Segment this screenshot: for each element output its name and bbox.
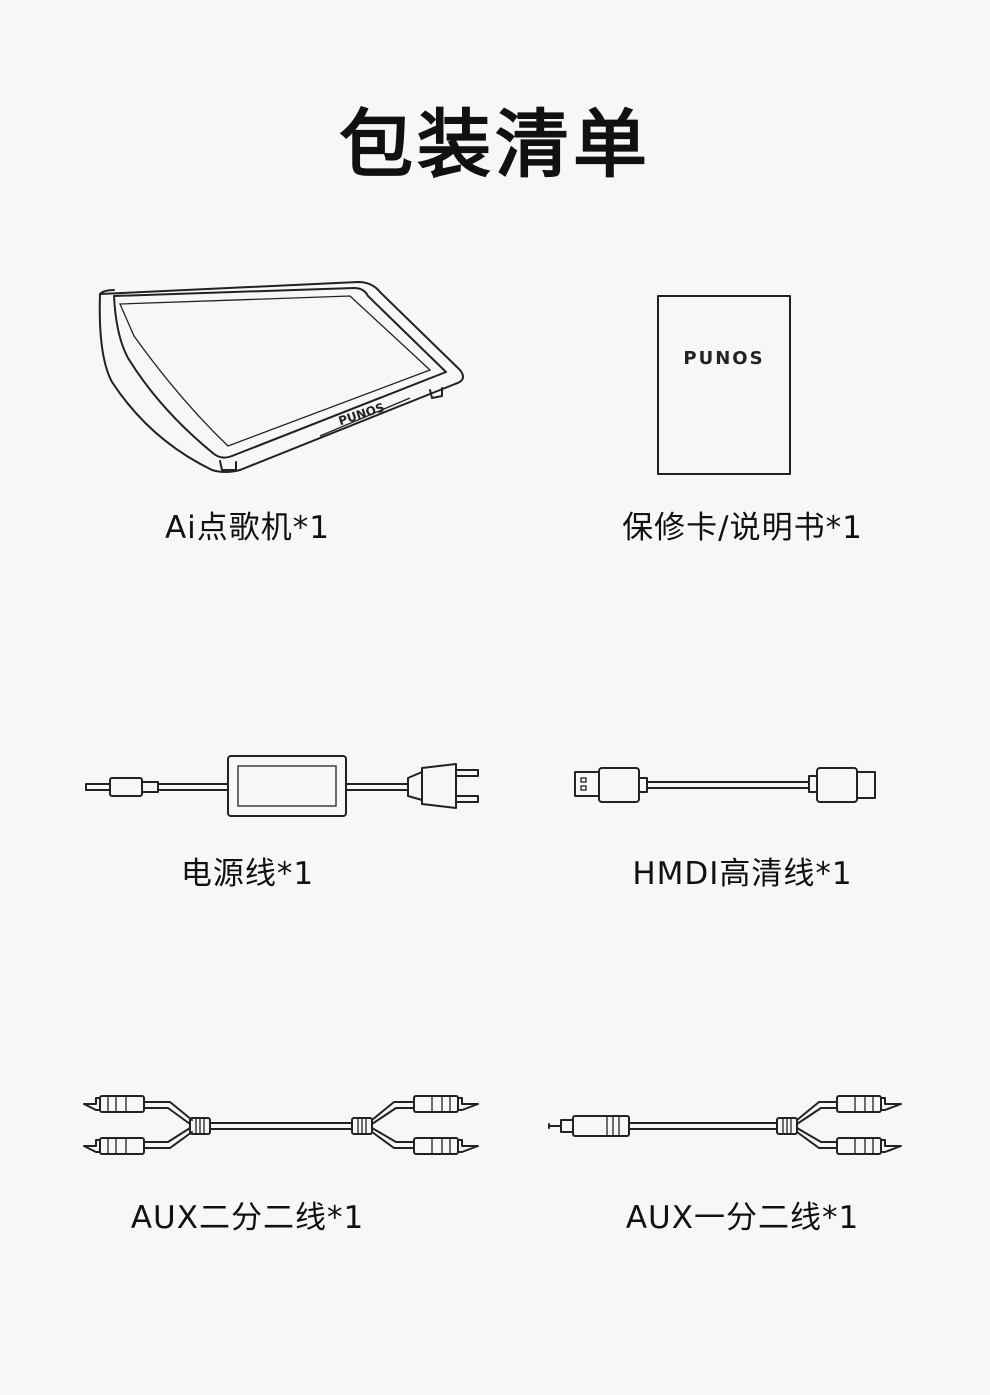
item-hdmi-cable: HMDI高清线*1	[495, 740, 990, 900]
aux-1to2-cable-icon	[548, 1095, 902, 1155]
item-aux-2to2-cable: AUX二分二线*1	[0, 1080, 495, 1240]
item-karaoke-machine: PUNOS Ai点歌机*1	[0, 260, 495, 560]
item-manual: PUNOS 保修卡/说明书*1	[495, 260, 990, 560]
item-label: 电源线*1	[180, 856, 315, 892]
item-label: AUX二分二线*1	[130, 1200, 365, 1236]
power-cable-icon	[85, 755, 479, 817]
item-label: 保修卡/说明书*1	[622, 510, 863, 546]
aux-2to2-cable-icon	[83, 1095, 479, 1155]
item-label: HMDI高清线*1	[632, 856, 853, 892]
item-label: Ai点歌机*1	[164, 510, 331, 546]
item-aux-1to2-cable: AUX一分二线*1	[495, 1080, 990, 1240]
manual-logo: PUNOS	[683, 348, 764, 369]
item-label: AUX一分二线*1	[625, 1200, 860, 1236]
item-power-cable: 电源线*1	[0, 740, 495, 900]
page-title: 包装清单	[339, 102, 651, 188]
karaoke-machine-icon: PUNOS	[98, 281, 465, 473]
hdmi-cable-icon	[574, 767, 876, 803]
manual-icon: PUNOS	[657, 295, 791, 475]
